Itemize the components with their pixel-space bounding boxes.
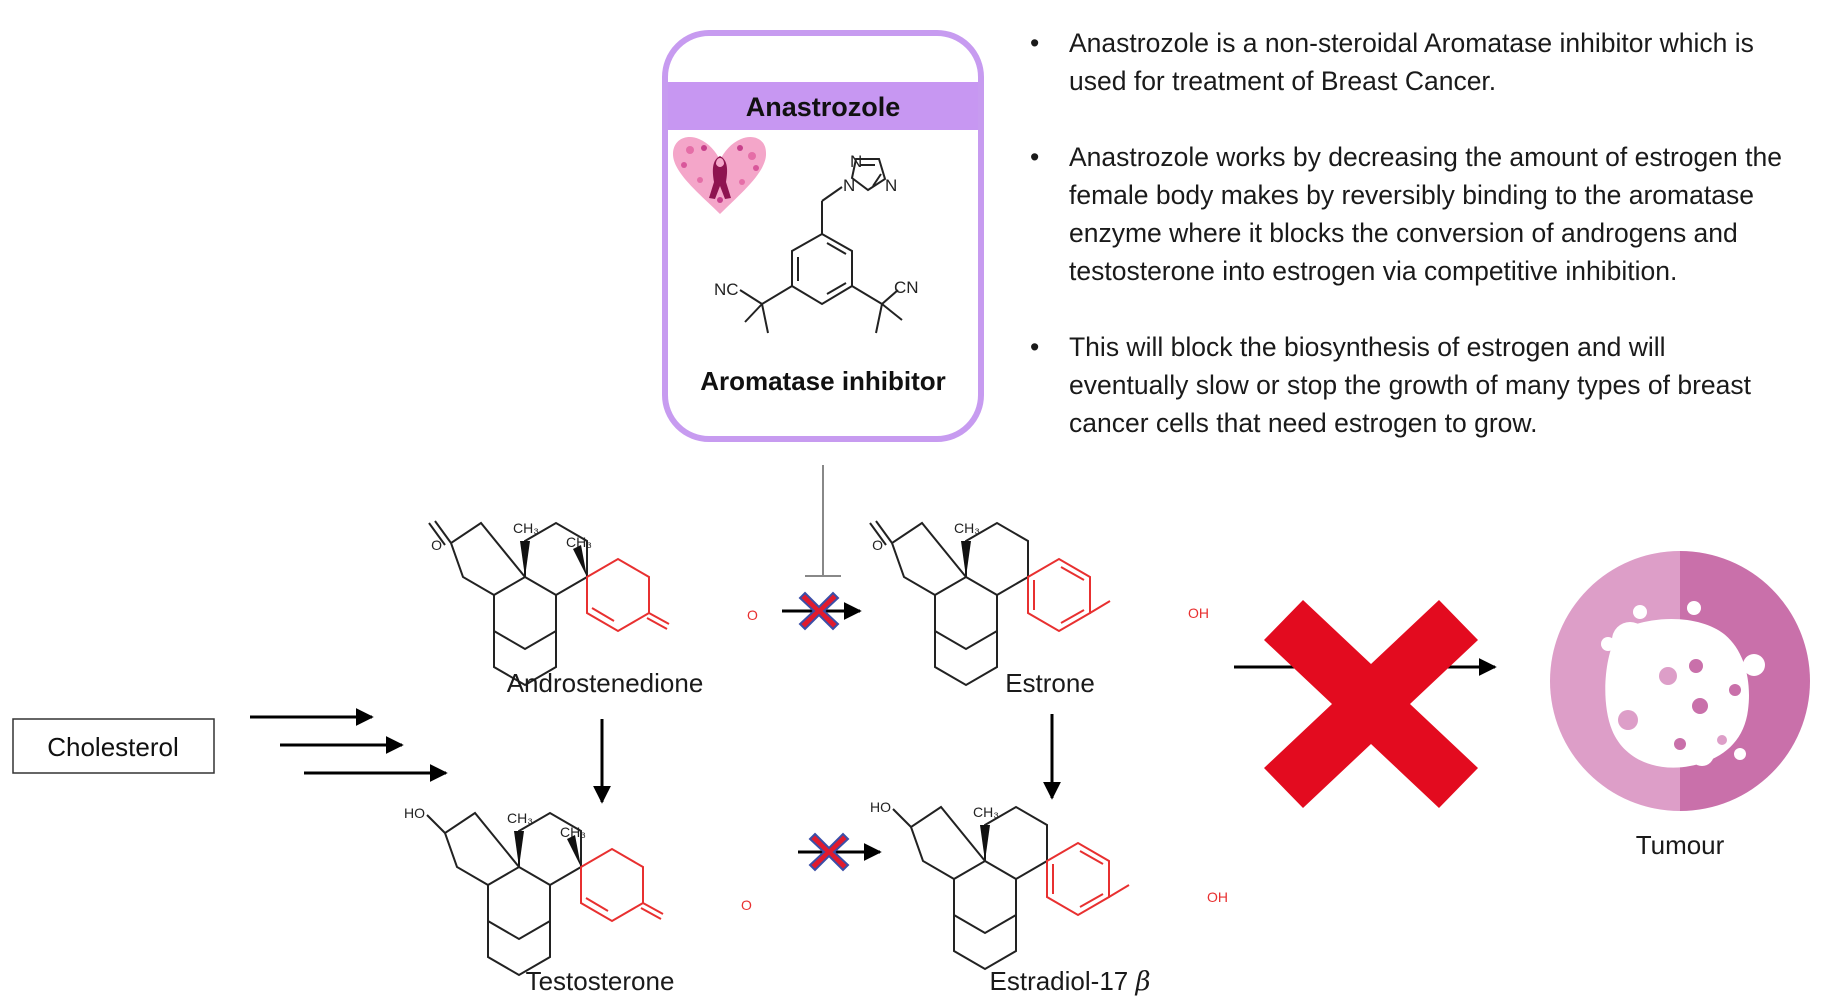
- estradiol-name: Estradiol-17: [989, 966, 1129, 996]
- methyl-label: CH₃: [566, 534, 592, 550]
- estrone-structure: CH₃ O OH: [869, 520, 1209, 686]
- androstenedione-label: Androstenedione: [506, 668, 704, 698]
- bullet-text: Anastrozole is a non-steroidal Aromatase…: [1069, 28, 1754, 96]
- hydroxyl-label: OH: [1207, 889, 1228, 905]
- inhibition-line: [805, 465, 841, 577]
- methyl-label: CH₃: [513, 520, 539, 536]
- card-header-band: [668, 82, 978, 130]
- atom-nc: NC: [714, 280, 739, 299]
- oxo-label: O: [872, 537, 883, 553]
- oxo-label: O: [741, 897, 752, 913]
- atom-n: N: [885, 176, 897, 195]
- testosterone-structure: CH₃ CH₃ HO O: [404, 805, 752, 976]
- atom-n: N: [850, 152, 862, 171]
- methyl-label: CH₃: [507, 810, 533, 826]
- drug-class-label: Aromatase inhibitor: [700, 366, 946, 396]
- estradiol-structure: CH₃ HO OH: [870, 799, 1228, 970]
- bullet-item: Anastrozole works by decreasing the amou…: [1030, 138, 1790, 290]
- methyl-label: CH₃: [560, 824, 586, 840]
- hydroxyl-label: HO: [404, 805, 425, 821]
- anastrozole-atom-labels: N N N NC CN: [714, 152, 919, 299]
- cholesterol-box: Cholesterol: [12, 718, 215, 774]
- bullet-text: Anastrozole works by decreasing the amou…: [1069, 142, 1782, 286]
- atom-cn: CN: [894, 278, 919, 297]
- bullet-list: Anastrozole is a non-steroidal Aromatase…: [1030, 24, 1790, 480]
- tumour-label: Tumour: [1635, 830, 1725, 860]
- hydroxyl-label: OH: [1188, 605, 1209, 621]
- cholesterol-label: Cholesterol: [47, 732, 179, 762]
- androstenedione-structure: CH₃ CH₃ O O: [428, 520, 758, 686]
- testosterone-label: Testosterone: [525, 966, 675, 996]
- anastrozole-structure: [739, 158, 903, 334]
- atom-n: N: [843, 176, 855, 195]
- beta-symbol: β: [1135, 967, 1151, 997]
- methyl-label: CH₃: [954, 520, 980, 536]
- anastrozole-card: Anastrozole Aromatase inhibitor: [662, 30, 984, 442]
- bullet-item: This will block the biosynthesis of estr…: [1030, 328, 1790, 442]
- methyl-label: CH₃: [973, 804, 999, 820]
- big-red-x-icon: [1264, 600, 1478, 808]
- oxo-label: O: [747, 607, 758, 623]
- estradiol-label: Estradiol-17 β: [920, 966, 1220, 997]
- bullet-text: This will block the biosynthesis of estr…: [1069, 332, 1751, 438]
- breast-cancer-heart-icon: [672, 136, 767, 214]
- hydroxyl-label: HO: [870, 799, 891, 815]
- oxo-label: O: [431, 537, 442, 553]
- drug-name: Anastrozole: [746, 92, 901, 122]
- tumour-icon: [1550, 551, 1810, 811]
- estrone-label: Estrone: [1005, 668, 1095, 698]
- bullet-item: Anastrozole is a non-steroidal Aromatase…: [1030, 24, 1790, 100]
